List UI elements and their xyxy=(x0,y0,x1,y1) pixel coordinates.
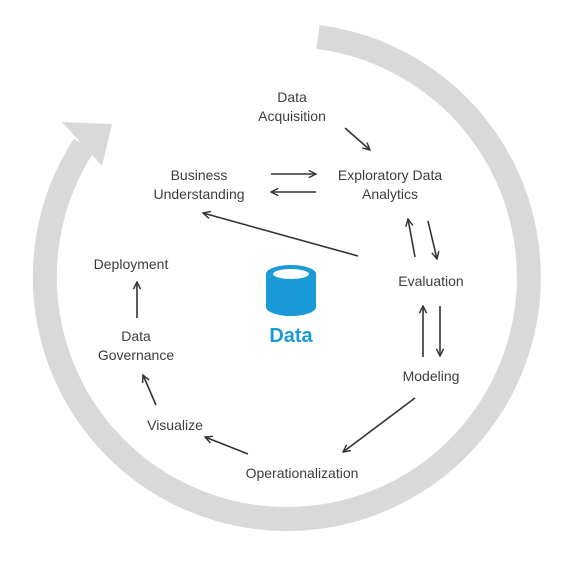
node-operationalization: Operationalization xyxy=(246,464,359,483)
cycle-ring-arrowhead xyxy=(62,122,112,166)
arrow-eda-to-evaluation xyxy=(427,220,437,259)
node-deployment-line-1: Deployment xyxy=(93,256,169,272)
node-governance-line-2: Governance xyxy=(97,347,175,363)
node-governance-line-1: Data xyxy=(121,328,151,344)
arrow-evaluation-to-business xyxy=(203,213,359,257)
node-evaluation: Evaluation xyxy=(398,272,463,291)
node-deployment: Deployment xyxy=(94,255,169,274)
center-data-label: Data xyxy=(269,325,313,347)
node-business-line-2: Understanding xyxy=(153,186,245,202)
node-exploratory-data-analytics: Exploratory Data Analytics xyxy=(338,166,442,204)
arrow-operationalization-to-visualize xyxy=(205,437,249,455)
node-eda-line-1: Exploratory Data xyxy=(337,167,443,183)
arrow-acquisition-to-eda xyxy=(344,127,370,150)
node-visualize: Visualize xyxy=(147,416,203,435)
node-visualize-line-1: Visualize xyxy=(147,417,203,433)
node-operationalization-line-1: Operationalization xyxy=(245,465,359,481)
database-icon xyxy=(266,265,316,316)
node-data-acquisition-line-2: Acquisition xyxy=(258,108,326,124)
arrow-visualize-to-governance xyxy=(143,375,157,406)
node-business-understanding: Business Understanding xyxy=(153,166,244,204)
node-business-line-1: Business xyxy=(170,167,228,183)
node-modeling: Modeling xyxy=(403,367,460,386)
arrow-evaluation-to-eda xyxy=(408,219,416,258)
node-eda-line-2: Analytics xyxy=(361,186,419,202)
node-evaluation-line-1: Evaluation xyxy=(398,273,464,289)
node-data-acquisition: Data Acquisition xyxy=(258,88,326,126)
node-data-governance: Data Governance xyxy=(98,327,174,365)
node-modeling-line-1: Modeling xyxy=(402,368,460,384)
arrow-modeling-to-operationalization xyxy=(343,397,416,452)
node-data-acquisition-line-1: Data xyxy=(277,89,307,105)
cycle-ring xyxy=(32,25,541,531)
